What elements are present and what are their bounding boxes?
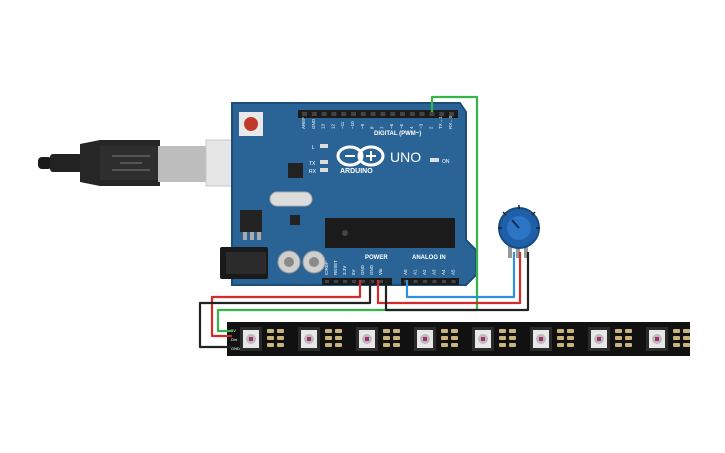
led-l-label: L: [312, 145, 315, 151]
analog-header-label: ANALOG IN: [412, 255, 446, 261]
digital-pin-label: GND: [311, 118, 316, 129]
model-label: UNO: [390, 149, 421, 165]
digital-pin-label: 8: [370, 126, 375, 129]
neopixel-led-strip[interactable]: 5V Din GND: [227, 322, 690, 356]
brand-label: ARDUINO: [340, 168, 373, 175]
power-pin-label: GND: [369, 264, 374, 275]
analog-pin-label: A4: [441, 269, 446, 275]
strip-pin-din: Din: [231, 337, 237, 342]
power-pin-label: GND: [360, 264, 365, 275]
led-on-label: ON: [442, 159, 450, 165]
led-pixel[interactable]: [646, 327, 690, 351]
digital-pin-label: TX→1: [438, 116, 443, 129]
analog-pin-label: A5: [451, 269, 456, 275]
analog-pin-label: A2: [422, 269, 427, 275]
wire-black-gnd-strip: [198, 280, 372, 349]
digital-pin-label: ~10: [350, 121, 355, 129]
digital-pin-label: AREF: [301, 117, 306, 129]
digital-pin-label: ~6: [389, 123, 394, 129]
power-pin-label: RESET: [333, 260, 338, 275]
led-pixel[interactable]: [240, 327, 284, 351]
led-rx-label: RX: [309, 169, 317, 175]
led-pixel[interactable]: [530, 327, 574, 351]
power-pin-label: Vin: [378, 268, 383, 275]
power-pin-label: 5V: [351, 269, 356, 275]
analog-pin-label: A0: [403, 269, 408, 275]
digital-header-label: DIGITAL (PWM~): [374, 131, 421, 137]
arduino-logo: [336, 145, 385, 167]
led-on: [430, 158, 439, 162]
analog-pin-label: A1: [413, 269, 418, 275]
led-pixel[interactable]: [588, 327, 632, 351]
strip-pin-gnd: GND: [231, 346, 240, 351]
led-tx: [320, 160, 328, 164]
led-pixel[interactable]: [472, 327, 516, 351]
power-pin-header[interactable]: [322, 278, 392, 285]
crystal: [269, 191, 313, 207]
digital-pin-label: 7: [379, 126, 384, 129]
digital-pin-label: ~5: [399, 123, 404, 129]
potentiometer[interactable]: [498, 205, 540, 258]
led-pixel[interactable]: [414, 327, 458, 351]
led-pixel[interactable]: [356, 327, 400, 351]
digital-pin-header[interactable]: [298, 110, 458, 118]
arduino-uno-board[interactable]: ARDUINO UNO DIGITAL (PWM~) POWER ANALOG …: [220, 102, 477, 286]
digital-pin-label: 12: [330, 123, 335, 129]
led-l: [320, 144, 328, 148]
analog-pin-label: A3: [432, 269, 437, 275]
digital-pin-label: ~9: [360, 123, 365, 129]
analog-pin-header[interactable]: [401, 278, 459, 285]
voltage-regulator: [240, 210, 262, 232]
potentiometer-knob-ticks: [498, 205, 540, 229]
digital-pin-label: 13: [321, 123, 326, 129]
wire-blue-a0: [405, 252, 516, 299]
led-rx: [320, 168, 328, 172]
power-header-label: POWER: [365, 255, 388, 261]
wires[interactable]: [198, 95, 530, 349]
wire-black-gnd-pot: [384, 252, 530, 312]
power-pin-label: IOREF: [324, 261, 329, 275]
wire-red-5v: [210, 280, 362, 338]
digital-pin-label: 2: [428, 126, 433, 129]
digital-pin-label: 4: [409, 126, 414, 129]
digital-pin-label: ~11: [340, 121, 345, 129]
digital-pin-label: RX←0: [448, 115, 453, 129]
digital-pin-label: ~3: [419, 123, 424, 129]
strip-pin-5v: 5V: [231, 328, 236, 333]
led-tx-label: TX: [309, 161, 316, 167]
led-pixel[interactable]: [298, 327, 342, 351]
wire-red-pot: [376, 252, 522, 305]
power-pin-label: 3.3V: [342, 266, 347, 275]
